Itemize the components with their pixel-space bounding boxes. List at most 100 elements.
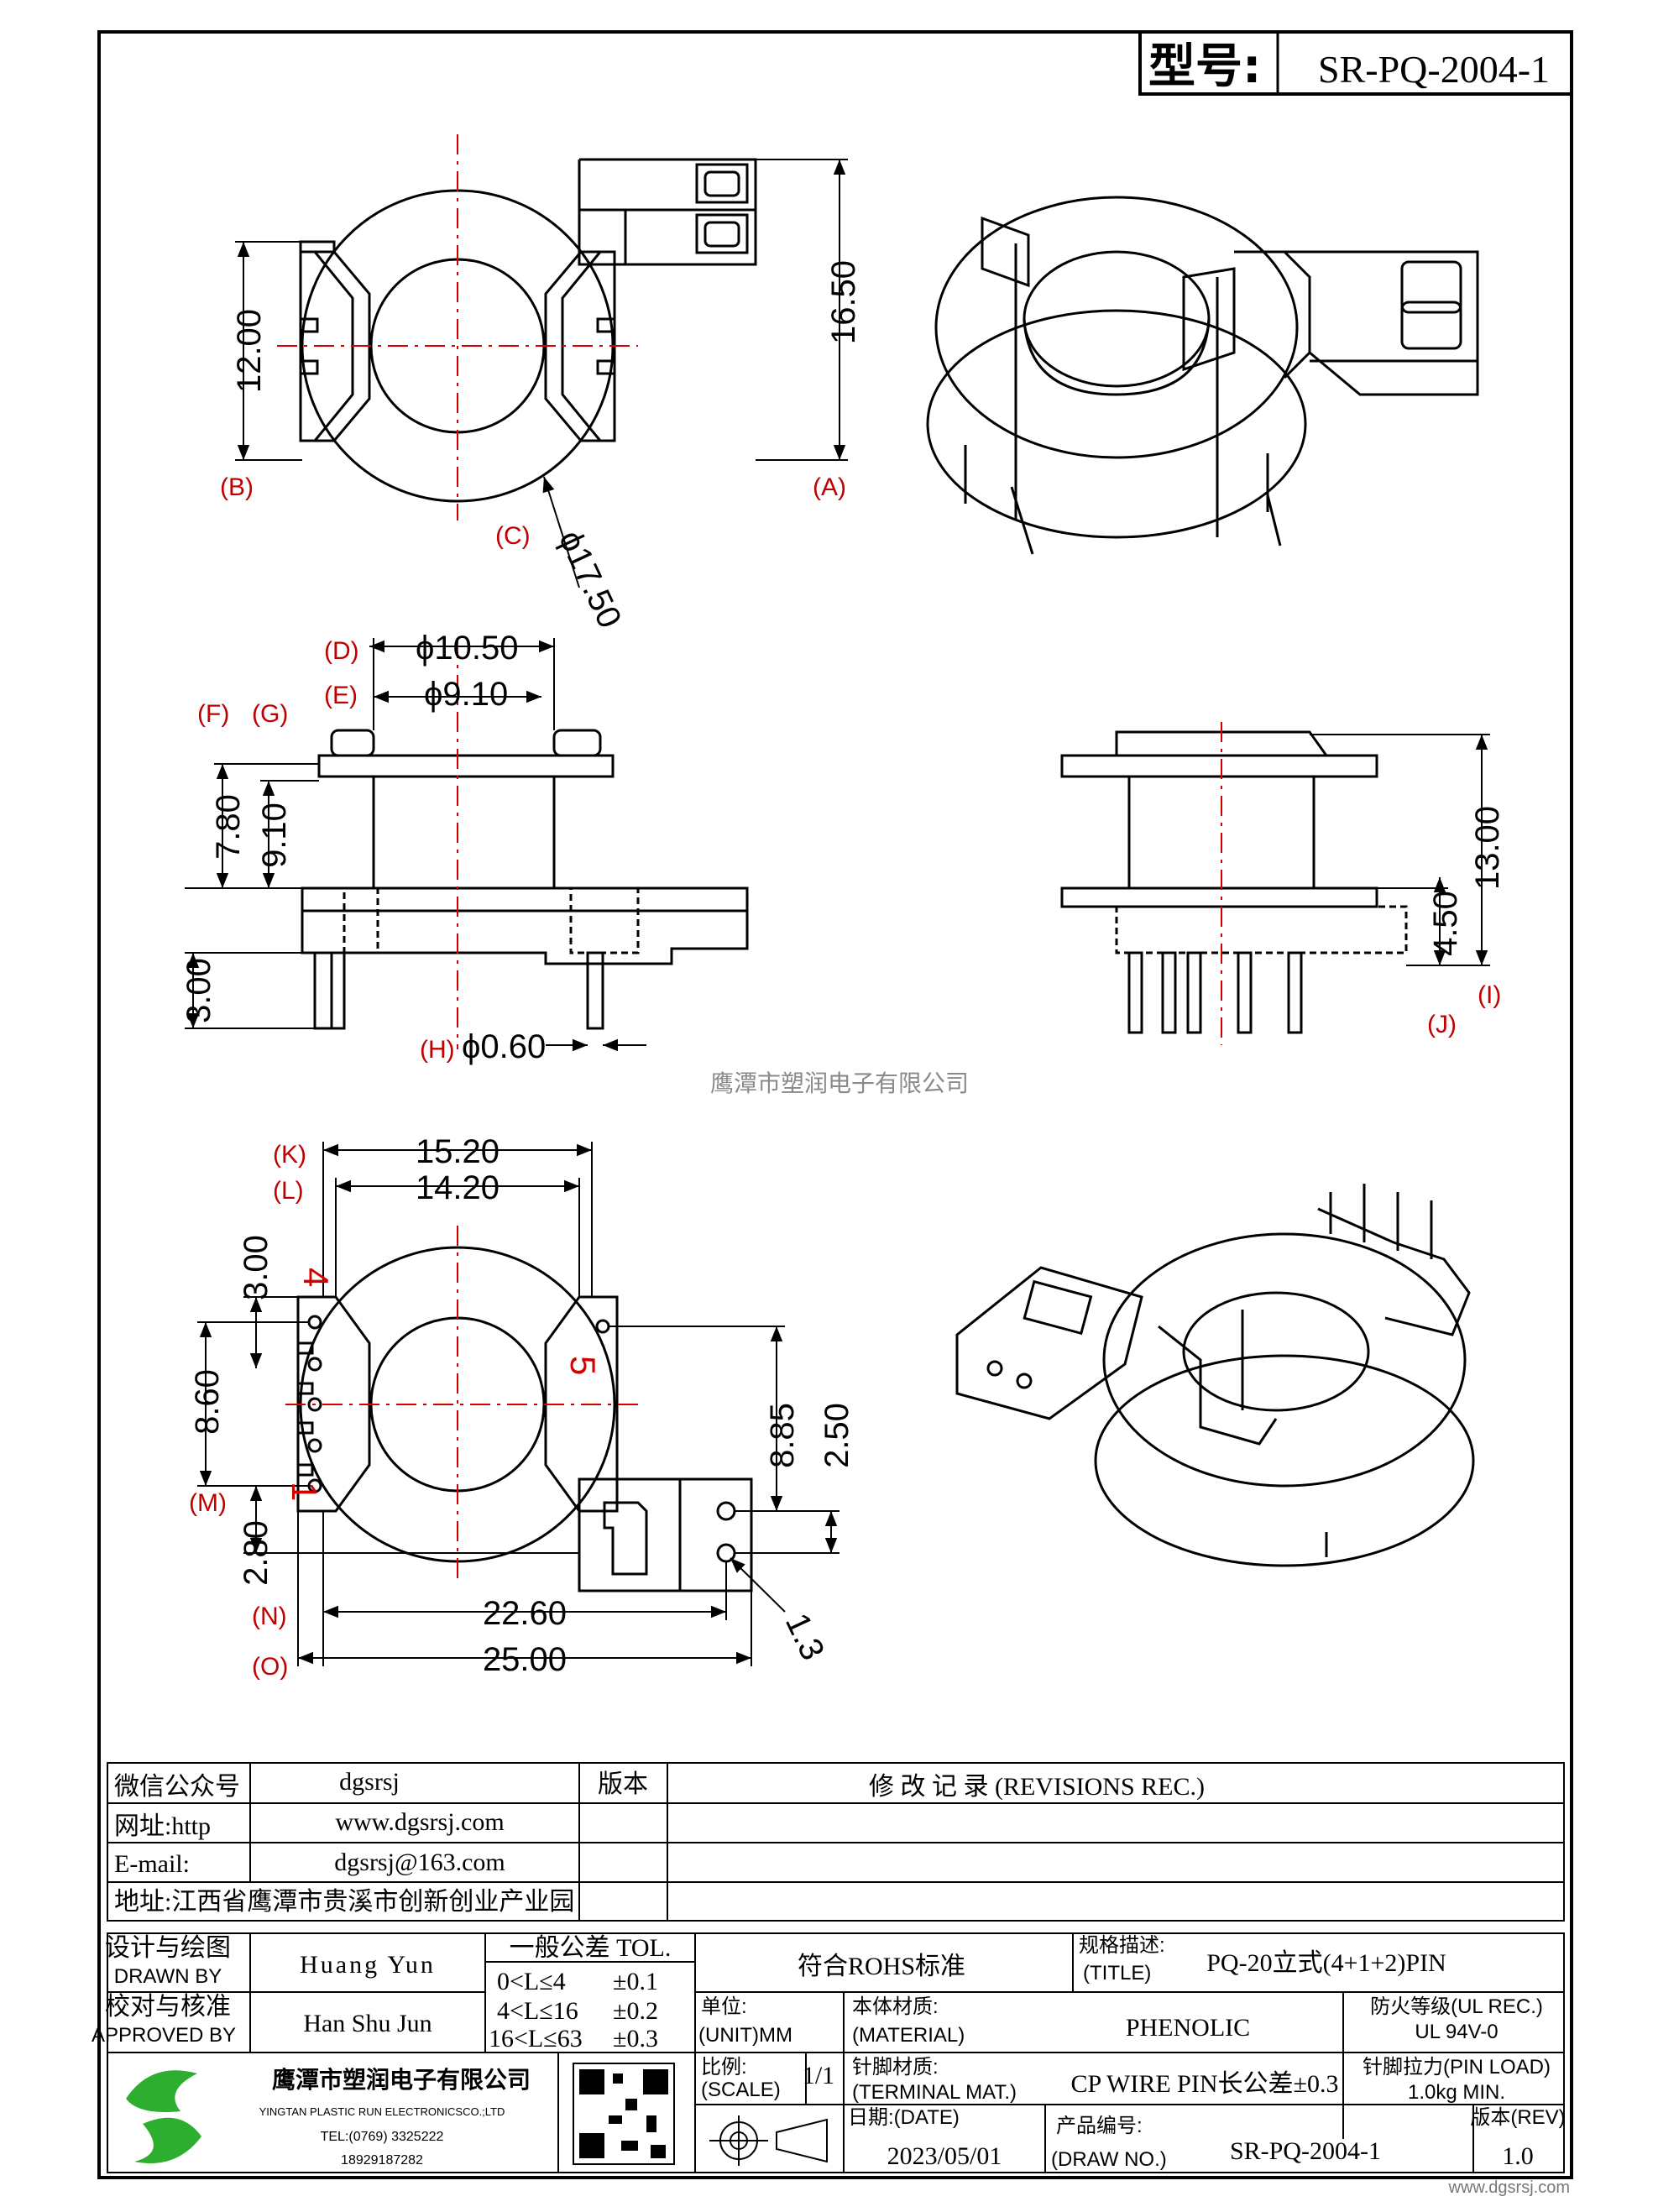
unit-en: (UNIT)MM bbox=[698, 2024, 792, 2047]
ref-e: (E) bbox=[324, 682, 358, 709]
tol-value-2: ±0.2 bbox=[613, 1997, 658, 2025]
dim-k: 15.20 bbox=[416, 1133, 500, 1170]
model-value: SR-PQ-2004-1 bbox=[1318, 48, 1550, 91]
date-value: 2023/05/01 bbox=[887, 2142, 1002, 2170]
ref-l: (L) bbox=[273, 1177, 304, 1205]
dim-n: 22.60 bbox=[483, 1595, 567, 1632]
drawn-name: Huang Yun bbox=[300, 1951, 436, 1979]
ref-f: (F) bbox=[197, 700, 229, 728]
qr-code-icon bbox=[573, 2063, 675, 2165]
iso-view-bottom bbox=[955, 1184, 1475, 1567]
address-text: 地址:江西省鹰潭市贵溪市创新创业产业园 bbox=[114, 1888, 574, 1916]
dim-base-h: 4.50 bbox=[1427, 891, 1464, 956]
material-value: PHENOLIC bbox=[1126, 2014, 1250, 2042]
projection-symbol-icon bbox=[709, 2115, 828, 2166]
company-logo-icon bbox=[126, 2070, 201, 2163]
company-tel: TEL:(0769) 3325222 bbox=[321, 2130, 444, 2144]
side-view-dims bbox=[185, 638, 646, 1052]
ref-c: (C) bbox=[495, 522, 531, 550]
dim-diameter-c: ϕ17.50 bbox=[552, 525, 629, 634]
top-view-dims bbox=[235, 159, 848, 588]
version-label: 版本 bbox=[598, 1770, 648, 1798]
ref-j: (J) bbox=[1427, 1011, 1457, 1038]
scale-en: (SCALE) bbox=[701, 2079, 781, 2101]
bottom-view bbox=[296, 1246, 753, 1592]
ref-i: (I) bbox=[1478, 981, 1501, 1009]
title-block bbox=[107, 1932, 1565, 2173]
email-label: E-mail: bbox=[114, 1850, 190, 1878]
tol-range-2: 4<L≤16 bbox=[497, 1997, 578, 2025]
approved-en: APPROVED BY bbox=[92, 2024, 236, 2047]
terminal-cn: 针脚材质: bbox=[852, 2056, 939, 2079]
model-label: 型号: bbox=[1148, 39, 1261, 94]
iso-view-top bbox=[926, 196, 1479, 555]
dim-pin-len: 3.00 bbox=[180, 958, 217, 1023]
dim-hole: 1.3 bbox=[778, 1608, 831, 1666]
ref-b: (B) bbox=[220, 473, 254, 501]
pin-label-4: 4 bbox=[296, 1268, 336, 1287]
email-value: dgsrsj@163.com bbox=[334, 1849, 505, 1876]
drawno-en: (DRAW NO.) bbox=[1051, 2148, 1167, 2171]
dim-m: 2.80 bbox=[238, 1520, 275, 1586]
front-view bbox=[1060, 730, 1408, 1034]
drawing-frame bbox=[97, 30, 1573, 2179]
tol-range-1: 0<L≤4 bbox=[497, 1968, 566, 1995]
pin-load-cn: 针脚拉力(PIN LOAD) bbox=[1363, 2056, 1551, 2079]
unit-cn: 单位: bbox=[701, 1995, 747, 2018]
fire-cn: 防火等级(UL REC.) bbox=[1370, 1995, 1543, 2018]
tol-value-3: ±0.3 bbox=[613, 2025, 658, 2053]
drawn-cn: 设计与绘图 bbox=[105, 1934, 231, 1962]
wechat-value: dgsrsj bbox=[339, 1768, 400, 1796]
approved-name: Han Shu Jun bbox=[303, 2010, 432, 2037]
ref-g: (G) bbox=[252, 700, 288, 728]
terminal-en: (TERMINAL MAT.) bbox=[852, 2081, 1017, 2104]
title-value: PQ-20立式(4+1+2)PIN bbox=[1206, 1949, 1446, 1977]
scale-value: 1/1 bbox=[803, 2062, 834, 2089]
tol-value-1: ±0.1 bbox=[613, 1968, 658, 1995]
title-cn: 规格描述: bbox=[1079, 1934, 1165, 1957]
dim-right-a: 8.85 bbox=[764, 1403, 801, 1468]
pin-label-1: 1 bbox=[285, 1482, 324, 1501]
material-en: (MATERIAL) bbox=[852, 2024, 965, 2047]
side-view bbox=[301, 729, 749, 1030]
revisions-label: 修 改 记 录 (REVISIONS REC.) bbox=[869, 1773, 1205, 1801]
dim-l: 14.20 bbox=[416, 1169, 500, 1206]
terminal-value: CP WIRE PIN长公差±0.3 bbox=[1071, 2070, 1339, 2098]
tol-range-3: 16<L≤63 bbox=[489, 2025, 583, 2053]
company-cn: 鹰潭市塑润电子有限公司 bbox=[272, 2066, 531, 2094]
dim-g: 9.10 bbox=[256, 803, 293, 868]
info-table bbox=[107, 1762, 1565, 1922]
date-label: 日期:(DATE) bbox=[848, 2106, 960, 2129]
top-view bbox=[299, 158, 757, 503]
approved-cn: 校对与核准 bbox=[105, 1993, 231, 2021]
pin-label-5: 5 bbox=[563, 1356, 603, 1375]
drawno-cn: 产品编号: bbox=[1056, 2115, 1143, 2137]
model-header: 型号: SR-PQ-2004-1 bbox=[1138, 30, 1573, 96]
drawno-value: SR-PQ-2004-1 bbox=[1230, 2137, 1381, 2165]
bottom-view-dims bbox=[197, 1142, 840, 1666]
dim-pin-dia: ϕ0.60 bbox=[462, 1028, 546, 1065]
dim-height-a: 16.50 bbox=[825, 260, 862, 344]
rev-value: 1.0 bbox=[1502, 2142, 1534, 2170]
rev-label: 版本(REV) bbox=[1470, 2106, 1565, 2129]
top-view-centerlines bbox=[277, 134, 638, 520]
dim-right-b: 2.50 bbox=[819, 1403, 855, 1468]
web-label: 网址:http bbox=[114, 1812, 211, 1840]
dim-total-h: 13.00 bbox=[1469, 806, 1506, 890]
dim-e: ϕ9.10 bbox=[424, 676, 508, 713]
ref-o: (O) bbox=[252, 1653, 288, 1681]
bottom-view-centerlines bbox=[285, 1226, 638, 1582]
dim-d: ϕ10.50 bbox=[416, 630, 519, 667]
fire-value: UL 94V-0 bbox=[1415, 2021, 1498, 2043]
wechat-label: 微信公众号 bbox=[114, 1773, 240, 1801]
front-view-dims bbox=[1310, 734, 1490, 966]
ref-a: (A) bbox=[813, 473, 846, 501]
dim-f: 7.80 bbox=[210, 794, 247, 860]
ref-n: (N) bbox=[252, 1603, 287, 1630]
company-en: YINGTAN PLASTIC RUN ELECTRONICSCO.;LTD bbox=[259, 2105, 505, 2118]
ref-h: (H) bbox=[420, 1036, 455, 1064]
ref-d: (D) bbox=[324, 637, 359, 665]
title-en: (TITLE) bbox=[1083, 1962, 1151, 1985]
material-cn: 本体材质: bbox=[852, 1995, 939, 2018]
